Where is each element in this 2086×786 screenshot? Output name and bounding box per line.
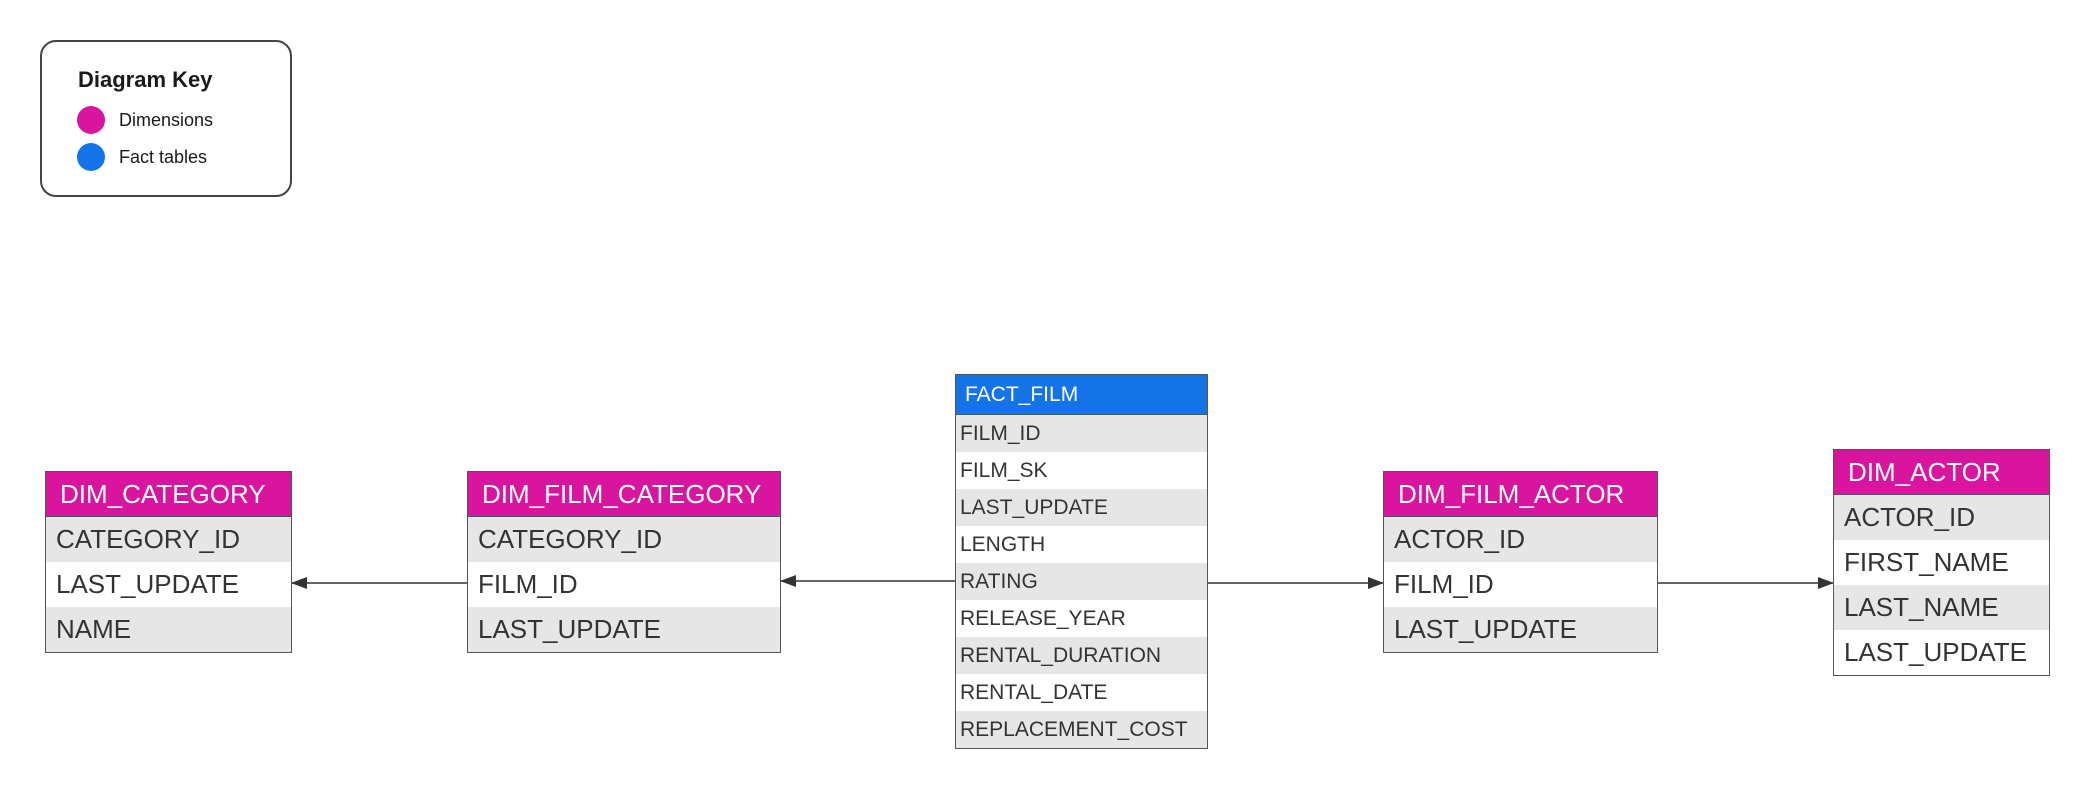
key-item-dimensions: Dimensions [77,106,213,134]
diagram-key: Diagram Key Dimensions Fact tables [40,40,292,197]
diagram-key-title: Diagram Key [78,67,213,92]
key-item-label: Dimensions [119,109,214,130]
table-fields: CATEGORY_ID FILM_ID LAST_UPDATE [468,517,780,652]
field-row: LAST_UPDATE [1384,607,1657,652]
table-fields: ACTOR_ID FIRST_NAME LAST_NAME LAST_UPDAT… [1834,495,2049,675]
field-row: RENTAL_DURATION [956,637,1207,674]
dimension-color-swatch [77,106,105,134]
field-row: ACTOR_ID [1384,517,1657,562]
table-fields: FILM_ID FILM_SK LAST_UPDATE LENGTH RATIN… [956,415,1207,748]
field-row: LAST_UPDATE [956,489,1207,526]
table-title: FACT_FILM [956,375,1207,415]
field-row: FILM_ID [478,569,578,599]
field-row: LAST_UPDATE [1844,637,2028,667]
field-row: LAST_UPDATE [468,607,780,652]
field-row: RENTAL_DATE [960,680,1108,704]
key-item-fact-tables: Fact tables [77,143,207,171]
table-dim-actor[interactable]: DIM_ACTOR ACTOR_ID FIRST_NAME LAST_NAME … [1833,449,2050,676]
field-row: FIRST_NAME [1844,547,2009,577]
table-title: DIM_ACTOR [1834,450,2049,495]
table-fields: CATEGORY_ID LAST_UPDATE NAME [46,517,291,652]
table-title: DIM_CATEGORY [46,472,291,517]
field-row: LAST_NAME [1834,585,2049,630]
field-row: RELEASE_YEAR [960,606,1126,630]
field-row: FILM_ID [1394,569,1494,599]
table-fact-film[interactable]: FACT_FILM FILM_ID FILM_SK LAST_UPDATE LE… [955,374,1208,749]
field-row: NAME [46,607,291,652]
field-row: FILM_ID [956,415,1207,452]
field-row: CATEGORY_ID [46,517,291,562]
field-row: LENGTH [960,532,1046,556]
table-title: DIM_FILM_ACTOR [1384,472,1657,517]
field-row: LAST_UPDATE [56,569,240,599]
table-dim-film-actor[interactable]: DIM_FILM_ACTOR ACTOR_ID FILM_ID LAST_UPD… [1383,471,1658,653]
key-item-label: Fact tables [119,146,208,167]
field-row: ACTOR_ID [1834,495,2049,540]
table-fields: ACTOR_ID FILM_ID LAST_UPDATE [1384,517,1657,652]
fact-color-swatch [77,143,105,171]
field-row: RATING [956,563,1207,600]
field-row: CATEGORY_ID [468,517,780,562]
table-title: DIM_FILM_CATEGORY [468,472,780,517]
field-row: FILM_SK [960,458,1048,482]
table-dim-category[interactable]: DIM_CATEGORY CATEGORY_ID LAST_UPDATE NAM… [45,471,292,653]
table-dim-film-category[interactable]: DIM_FILM_CATEGORY CATEGORY_ID FILM_ID LA… [467,471,781,653]
field-row: REPLACEMENT_COST [956,711,1207,748]
